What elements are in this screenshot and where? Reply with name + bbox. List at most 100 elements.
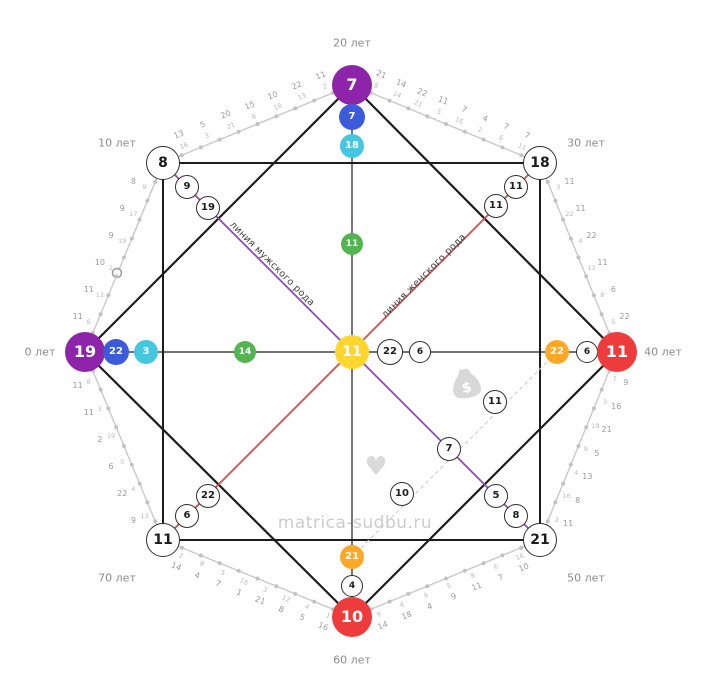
edge-dot (584, 274, 589, 279)
edge-dot (145, 500, 150, 505)
edge-number-inner: 4 (578, 236, 583, 245)
edge-dot (274, 114, 279, 119)
circle-corner-bl-third: 22 (196, 484, 220, 508)
edge-dot (599, 387, 604, 392)
edge-number-inner: 19 (106, 431, 116, 440)
edge-number-inner: 7 (612, 374, 617, 383)
edge-number-outer: 11 (563, 519, 574, 529)
circle-corner-tl-third: 19 (196, 196, 220, 220)
edge-number-outer: 11 (564, 177, 575, 187)
edge-number-outer: 11 (575, 204, 586, 214)
edge-number-inner: 13 (140, 511, 149, 520)
circle-corner-tr-third: 11 (484, 194, 508, 218)
circle-right-inner: 22 (545, 340, 569, 364)
circle-right-vertex-main: 11 (597, 332, 637, 372)
age-label-0-лет: 0 лет (24, 345, 56, 359)
edge-dot (425, 114, 430, 119)
edge-dot (444, 576, 448, 581)
edge-dot (500, 553, 505, 558)
edge-number-outer: 11 (72, 312, 83, 322)
edge-dot (591, 293, 596, 298)
money-bag-dollar: $ (461, 379, 473, 396)
circle-top-vertex-third: 18 (340, 134, 364, 158)
circle-corner-br-second: 8 (504, 504, 528, 528)
age-label-60-лет: 60 лет (333, 653, 371, 667)
age-label-20-лет: 20 лет (333, 36, 371, 50)
edge-number-outer: 22 (586, 231, 597, 241)
edge-number-outer: 6 (610, 285, 616, 295)
edge-dot (129, 462, 134, 467)
edge-number-outer: 9 (108, 231, 114, 241)
circle-bottom-inner: 21 (340, 545, 364, 569)
edge-dot (137, 481, 142, 486)
edge-dot (553, 500, 558, 505)
edge-number-outer: 9 (130, 515, 136, 525)
edge-number-outer: 5 (594, 448, 600, 458)
edge-number-inner: 13 (587, 263, 596, 272)
circle-left-vertex-third: 3 (134, 340, 158, 364)
edge-dot (553, 198, 558, 203)
circle-left-vertex-main: 19 (65, 332, 105, 372)
edge-number-outer: 13 (582, 472, 593, 482)
edge-dot (217, 561, 222, 566)
circle-corner-tl-second: 9 (175, 175, 199, 199)
edge-number-inner: 4 (131, 485, 136, 494)
edge-dot (255, 576, 260, 581)
edge-dot (106, 406, 111, 411)
edge-dot (462, 129, 467, 134)
edge-number-inner: 21 (412, 98, 424, 109)
edge-dot (236, 568, 241, 573)
circle-corner-tr-second: 11 (504, 175, 528, 199)
circle-corner-tr-main: 18 (523, 146, 557, 180)
edge-dot (561, 217, 566, 222)
edge-number-inner: 5 (120, 458, 125, 467)
circle-money-line: 11 (483, 390, 507, 414)
edge-dot (122, 444, 126, 448)
edge-number-outer: 11 (83, 408, 94, 418)
edge-number-inner: 6 (86, 317, 91, 326)
edge-dot (179, 153, 184, 158)
circle-corner-bl-main: 11 (146, 523, 180, 557)
edge-number-inner: 4 (574, 468, 579, 477)
edge-dot (137, 217, 142, 222)
edge-number-inner: 8 (86, 377, 91, 386)
edge-dot (312, 98, 317, 103)
edge-dot (106, 293, 111, 298)
edge-dot (236, 129, 241, 134)
edge-dot (293, 106, 298, 111)
edge-dot (568, 236, 573, 241)
edge-dot (545, 519, 550, 524)
circle-corner-br-third: 5 (484, 484, 508, 508)
edge-number-outer: 22 (117, 488, 128, 498)
edge-dot (500, 145, 505, 150)
edge-dot (599, 312, 604, 317)
edge-dot (145, 198, 150, 203)
age-label-30-лет: 30 лет (567, 136, 605, 150)
edge-dot (568, 462, 573, 467)
edge-dot (406, 591, 411, 596)
edge-dot (545, 179, 550, 184)
circle-center: 11 (335, 335, 369, 369)
edge-number-inner: 3 (97, 404, 102, 413)
edge-dot (293, 591, 298, 596)
edge-number-inner: 22 (565, 209, 574, 218)
circle-corner-br-main: 21 (523, 523, 557, 557)
edge-number-outer: 2 (97, 435, 103, 445)
edge-number-inner: 8 (600, 290, 605, 299)
edge-dot (198, 145, 203, 150)
circle-corner-bl-second: 6 (175, 504, 199, 528)
edge-number-outer: 21 (601, 425, 612, 435)
heart-icon: ♥ (364, 452, 388, 482)
edge-dot (425, 584, 430, 589)
edge-number-inner: 19 (591, 421, 600, 430)
edge-number-outer: 9 (119, 204, 125, 214)
edge-dot (312, 599, 317, 604)
circle-bottom-vertex-main: 10 (332, 597, 372, 637)
circle-top-inner: 11 (341, 233, 363, 255)
edge-dot (179, 545, 184, 550)
edge-number-inner: 3 (603, 397, 608, 406)
edge-dot (584, 425, 589, 430)
age-label-70-лет: 70 лет (98, 571, 136, 585)
edge-number-outer: 11 (72, 381, 83, 391)
edge-number-inner: 9 (142, 182, 147, 191)
